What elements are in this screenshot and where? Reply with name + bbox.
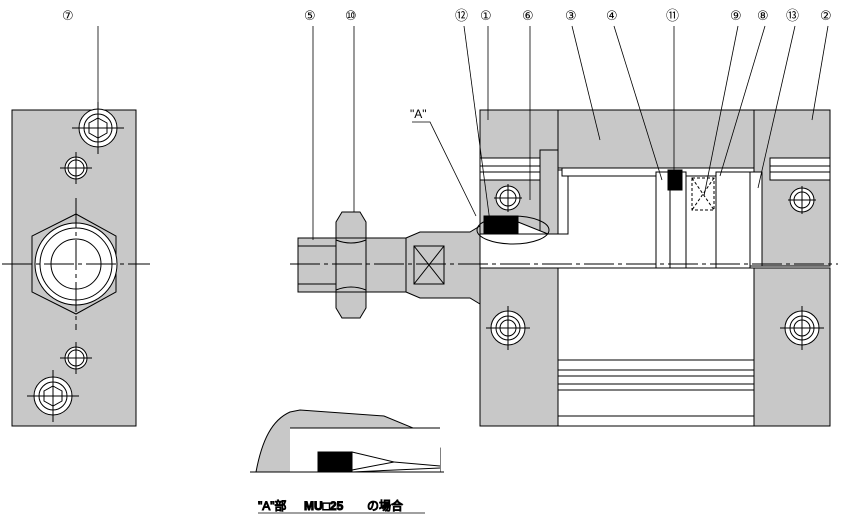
callout-2: ② [820,8,832,23]
lower-port-hole [60,342,92,374]
callout-12: ⑫ [455,8,468,23]
callout-7: ⑦ [62,8,74,23]
cylinder-tube-top [557,109,755,169]
detail-a-marker: "A" [410,107,427,121]
callout-13: ⑬ [786,8,799,23]
callout-11: ⑪ [666,8,679,23]
detail-caption-prefix: "A"部 [258,498,287,513]
head-cover [749,109,831,267]
piston-assembly [655,169,751,269]
upper-port-hole [60,152,92,184]
leader-lines [312,25,829,240]
piston-rod [297,225,481,305]
callout-9: ⑨ [730,8,742,23]
piston-seal [667,169,683,191]
hex-nut-end [2,198,150,330]
section-view [290,109,838,427]
callout-6: ⑥ [522,8,534,23]
lower-body [479,267,831,427]
callout-8: ⑧ [757,8,769,23]
callout-10: ⑩ [345,8,357,23]
top-screw [72,102,124,154]
detail-caption-model: MU□25 [304,499,344,513]
callout-labels: ⑦ ⑤ ⑩ ⑫ ① ⑥ ③ ④ ⑪ ⑨ ⑧ ⑬ ② "A" [62,8,832,121]
end-view [2,26,150,427]
callout-3: ③ [565,8,577,23]
detail-caption-suffix: の場合 [367,498,403,513]
lock-nut [335,211,367,319]
callout-5: ⑤ [304,8,316,23]
rod-seal-area [476,215,550,245]
detail-a-view: "A"部 MU□25 の場合 [250,409,444,514]
rod-cover [479,109,569,235]
callout-4: ④ [606,8,618,23]
bottom-screw [27,370,79,422]
callout-1: ① [480,8,492,23]
